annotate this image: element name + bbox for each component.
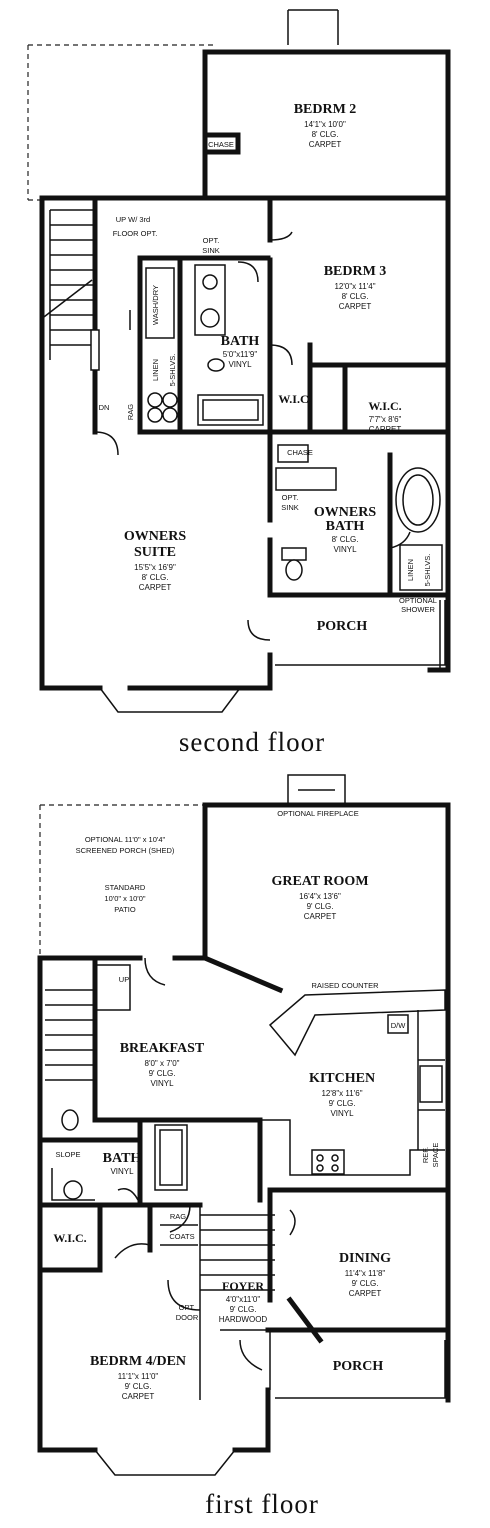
great-room-name: GREAT ROOM [271,874,368,889]
porch-1-label: PORCH [333,1359,384,1374]
porch-2-label: PORCH [317,619,368,634]
bath-name: BATH [221,334,260,349]
coats-label: COATS [169,1232,194,1241]
owners-bath-name-1: OWNERS [314,505,376,520]
bath-1-floor: VINYL [110,1167,134,1176]
opt-door-2: DOOR [176,1313,199,1322]
bedrm3-name: BEDRM 3 [324,264,387,279]
chase-top-label: CHASE [208,140,234,149]
bedrm3-dims: 12'0"x 11'4" [334,282,375,291]
ref-space-1: REF. [421,1147,430,1163]
up-label: UP [119,975,129,984]
patio-label-3: PATIO [114,905,136,914]
kitchen-clg: 9' CLG. [329,1099,356,1108]
great-room-dims: 16'4"x 13'6" [299,892,341,901]
bath-1-name: BATH [103,1151,142,1166]
first-floor-plan: OPTIONAL 11'0" x 10'4" SCREENED PORCH (S… [37,774,451,1519]
opt-sink-1: OPT. [203,236,220,245]
great-room-clg: 9' CLG. [307,902,334,911]
first-floor-title: first floor [205,1489,319,1519]
stair-note-1: UP W/ 3rd [116,215,150,224]
patio-label-2: 10'0" x 10'0" [104,894,145,903]
owners-suite-dims: 15'5"x 16'9" [134,563,176,572]
dining-dims: 11'4"x 11'8" [345,1269,386,1278]
wic-small-name: W.I.C. [278,392,311,406]
owners-bath-floor: VINYL [333,545,357,554]
bedrm3-clg: 8' CLG. [342,292,369,301]
foyer-dims: 4'0"x11'0" [226,1295,261,1304]
kitchen-floor: VINYL [330,1109,354,1118]
patio-label-1: STANDARD [105,883,146,892]
opt-sink2-1: OPT. [282,493,299,502]
wic-large-name: W.I.C. [368,399,401,413]
chase-mid-label: CHASE [287,448,313,457]
ref-space-2: SPACE [431,1143,440,1168]
owners-suite-name-1: OWNERS [124,529,186,544]
bedrm2-floor: CARPET [309,140,342,149]
dw-label: D/W [391,1021,407,1030]
foyer-clg: 9' CLG. [230,1305,257,1314]
wic-large-dims: 7'7"x 8'6" [369,415,402,424]
bedrm4-floor: CARPET [122,1392,155,1401]
kitchen-dims: 12'8"x 11'6" [321,1089,362,1098]
optional-shower-2: SHOWER [401,605,435,614]
breakfast-dims: 8'0" x 7'0" [145,1059,180,1068]
bedrm2-clg: 8' CLG. [312,130,339,139]
opt-door-1: OPT. [179,1303,196,1312]
rag-label: RAG [126,404,135,420]
wash-dry-label: WASH/DRY [151,285,160,325]
raised-counter-label: RAISED COUNTER [311,981,379,990]
wic-1-name: W.I.C. [53,1231,86,1245]
owners-suite-clg: 8' CLG. [142,573,169,582]
opt-sink-2: SINK [202,246,220,255]
dn-label: DN [99,403,110,412]
bedrm2-dims: 14'1"x 10'0" [304,120,346,129]
breakfast-floor: VINYL [150,1079,174,1088]
bedrm4-clg: 9' CLG. [125,1382,152,1391]
bedrm2-name: BEDRM 2 [294,102,357,117]
breakfast-name: BREAKFAST [120,1041,205,1056]
dining-clg: 9' CLG. [352,1279,379,1288]
owners-suite-name-2: SUITE [134,545,176,560]
owners-bath-name-2: BATH [326,519,365,534]
owners-suite-floor: CARPET [139,583,172,592]
linen2-label: LINEN [406,559,415,581]
bath-floor: VINYL [228,360,252,369]
second-floor-plan: BEDRM 2 14'1"x 10'0" 8' CLG. CARPET CHAS… [27,9,451,757]
slope-label: SLOPE [55,1150,80,1159]
wic-large-floor: CARPET [369,425,402,434]
foyer-name: FOYER [222,1279,264,1293]
opt-sink2-2: SINK [281,503,299,512]
kitchen-name: KITCHEN [309,1071,375,1086]
screened-label-1: OPTIONAL 11'0" x 10'4" [85,835,166,844]
linen-label: LINEN [151,359,160,381]
second-floor-title: second floor [179,727,325,757]
bedrm4-name: BEDRM 4/DEN [90,1354,186,1369]
owners-bath-clg: 8' CLG. [332,535,359,544]
rag-1-label: RAG [170,1212,186,1221]
opt-fireplace-label: OPTIONAL FIREPLACE [277,809,358,818]
breakfast-clg: 9' CLG. [149,1069,176,1078]
shelves-label: 5-SHLVS. [168,354,177,387]
screened-label-2: SCREENED PORCH (SHED) [76,846,175,855]
dining-floor: CARPET [349,1289,382,1298]
bedrm4-dims: 11'1"x 11'0" [118,1372,159,1381]
stair-note-2: FLOOR OPT. [113,229,158,238]
great-room-floor: CARPET [304,912,337,921]
bedrm3-floor: CARPET [339,302,372,311]
bath-dims: 5'0"x11'9" [223,350,258,359]
optional-shower-1: OPTIONAL [399,596,437,605]
shelves2-label: 5-SHLVS. [423,554,432,587]
foyer-floor: HARDWOOD [219,1315,268,1324]
dining-name: DINING [339,1251,391,1266]
